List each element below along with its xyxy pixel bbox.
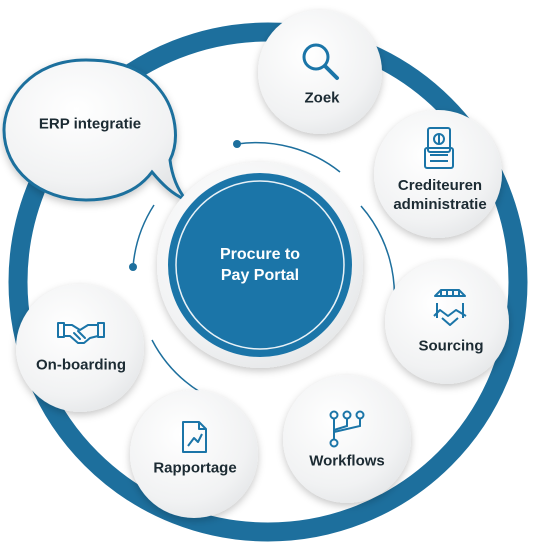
bubble-onboarding[interactable] [16, 284, 144, 412]
invoice-calculator-icon [424, 127, 454, 169]
center-disc [168, 173, 352, 357]
bubble-rapportage[interactable] [130, 390, 258, 518]
arc-dot-left [129, 263, 137, 271]
handshake-store-icon [433, 289, 467, 326]
center-title-line2: Pay Portal [220, 267, 300, 284]
report-chart-icon [182, 421, 207, 453]
crediteuren-label-line2: administratie [393, 196, 487, 213]
outer-ring [8, 22, 528, 542]
bubble-erp[interactable] [2, 58, 188, 202]
bubble-zoek[interactable] [258, 10, 382, 134]
center-title-line1: Procure to [219, 246, 301, 263]
arc-dot-top [233, 140, 241, 148]
handshake-icon [57, 322, 105, 344]
rapportage-label: Rapportage [153, 459, 237, 477]
erp-label: ERP integratie [38, 115, 142, 133]
workflows-label: Workflows [309, 452, 385, 470]
sourcing-label: Sourcing [418, 337, 484, 355]
bubble-workflows[interactable] [283, 375, 411, 503]
workflow-tree-icon [329, 410, 365, 448]
crediteuren-label-line1: Crediteuren [397, 177, 483, 194]
magnifier-icon [302, 43, 339, 80]
center-title: Procure to Pay Portal [220, 244, 300, 286]
onboarding-label: On-boarding [36, 356, 126, 374]
bubble-crediteuren[interactable] [374, 110, 502, 238]
crediteuren-label: Crediteuren administratie [393, 176, 486, 214]
center-inner-ring [175, 180, 345, 350]
zoek-label: Zoek [304, 89, 340, 107]
